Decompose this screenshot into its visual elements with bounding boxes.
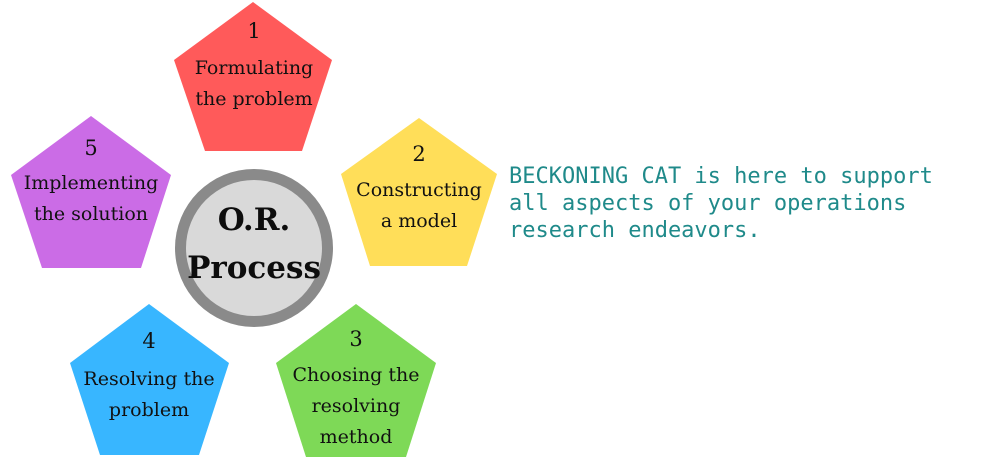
step-3-shape (276, 304, 436, 457)
step-4-shape (70, 304, 229, 455)
hub-title-line-1: O.R. (218, 202, 291, 238)
support-tagline: BECKONING CAT is here to support all asp… (509, 163, 989, 244)
step-5-pentagon: 5 Implementing the solution (11, 116, 171, 268)
or-process-hub: O.R. Process (175, 169, 333, 327)
tagline-line-2: all aspects of your operations (509, 191, 907, 216)
step-5-label-line-2: the solution (34, 203, 148, 225)
step-1-shape (174, 2, 332, 151)
step-1-pentagon: 1 Formulating the problem (174, 2, 332, 151)
step-5-label-line-1: Implementing (24, 172, 159, 194)
step-3-number: 3 (349, 327, 362, 351)
step-4-label-line-2: problem (109, 399, 189, 421)
step-4-pentagon: 4 Resolving the problem (70, 304, 229, 455)
tagline-line-3: research endeavors. (509, 218, 761, 243)
step-3-pentagon: 3 Choosing the resolving method (276, 304, 436, 457)
step-5-shape (11, 116, 171, 268)
step-2-number: 2 (412, 142, 425, 166)
tagline-line-1: BECKONING CAT is here to support (509, 164, 933, 189)
step-3-label-line-1: Choosing the (292, 364, 419, 386)
step-1-number: 1 (247, 19, 260, 43)
step-4-label-line-1: Resolving the (83, 368, 214, 390)
step-1-label-line-2: the problem (195, 88, 312, 110)
step-2-label-line-2: a model (381, 210, 457, 232)
hub-fill (186, 180, 322, 316)
step-3-label-line-2: resolving (312, 395, 401, 417)
step-2-label-line-1: Constructing (356, 179, 482, 201)
step-2-pentagon: 2 Constructing a model (341, 118, 497, 266)
step-1-label-line-1: Formulating (195, 57, 313, 79)
step-3-label-line-3: method (320, 426, 393, 448)
step-4-number: 4 (142, 329, 155, 353)
step-2-shape (341, 118, 497, 266)
hub-title-line-2: Process (187, 250, 321, 286)
step-5-number: 5 (84, 136, 97, 160)
